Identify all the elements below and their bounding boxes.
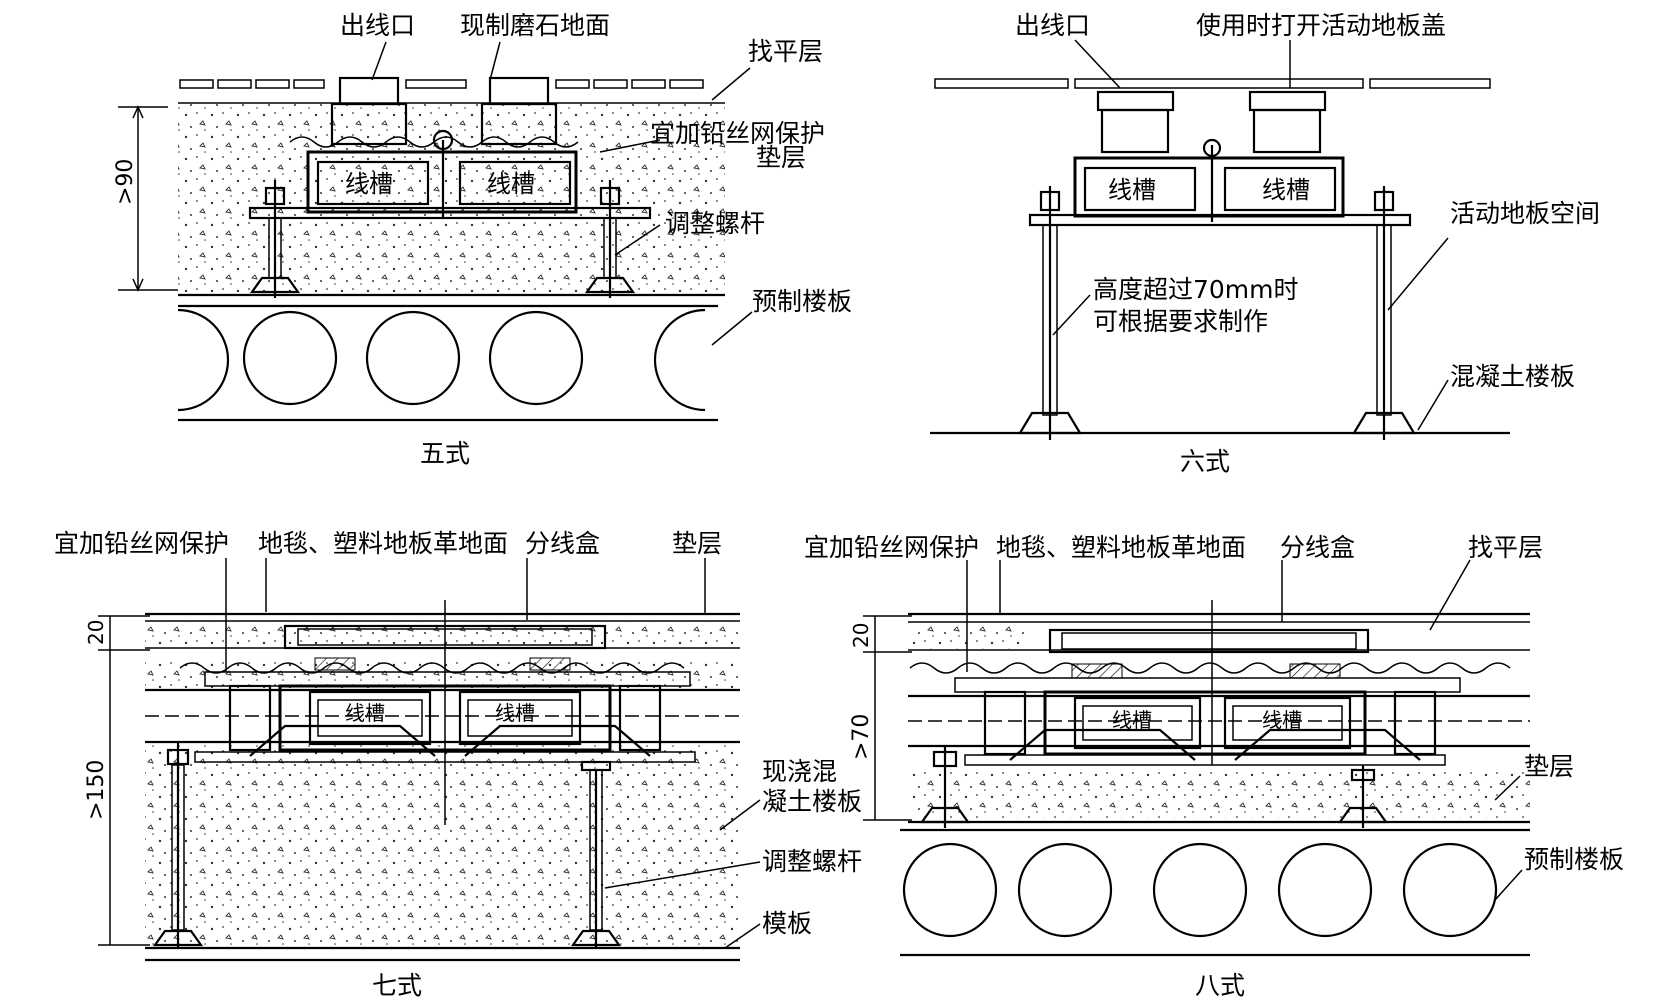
leveling-label: 找平层 xyxy=(1468,533,1543,562)
height-note-2: 可根据要求制作 xyxy=(1093,307,1268,336)
bolt-label: 调整螺杆 xyxy=(665,209,765,238)
cushion-label: 垫层 xyxy=(1524,752,1574,781)
cast-slab-label-2: 凝土楼板 xyxy=(762,787,862,816)
trough-label: 线槽 xyxy=(1262,708,1302,732)
height-note-1: 高度超过70mm时 xyxy=(1093,275,1299,304)
mesh-label: 宜加铅丝网保护 xyxy=(804,533,979,562)
caption-style-7: 七式 xyxy=(372,971,422,1000)
diagram-style-7: 20 >150 宜加铅丝网保护 地毯、塑料地板革地面 分线盒 垫层 现浇混 凝土… xyxy=(54,529,862,1000)
diagram-style-6: 出线口 使用时打开活动地板盖 活动地板空间 高度超过70mm时 可根据要求制作 … xyxy=(930,11,1600,476)
terrazzo-label: 现制磨石地面 xyxy=(460,11,610,40)
adjusting-bolt xyxy=(249,180,636,298)
cushion-label: 垫层 xyxy=(672,529,722,558)
adjusting-bolt xyxy=(1018,186,1416,440)
dim-main-label: >150 xyxy=(84,760,109,820)
dim-label: >90 xyxy=(113,159,138,205)
precast-slab xyxy=(177,304,718,422)
trough-label: 线槽 xyxy=(1262,176,1310,204)
carpet-label: 地毯、塑料地板革地面 xyxy=(996,533,1246,562)
mesh-label: 宜加铅丝网保护 xyxy=(54,529,229,558)
junction-label: 分线盒 xyxy=(525,529,600,558)
formwork-label: 模板 xyxy=(762,909,812,938)
precast-slab xyxy=(900,828,1530,957)
cast-slab-label-1: 现浇混 xyxy=(762,757,837,786)
space-label: 活动地板空间 xyxy=(1450,199,1600,228)
outlet-label: 出线口 xyxy=(1015,11,1090,40)
adjusting-bolt xyxy=(152,742,622,948)
mesh-label: 宜加铅丝网保护 xyxy=(650,119,825,148)
caption-style-8: 八式 xyxy=(1195,971,1245,1000)
outlet-label: 出线口 xyxy=(340,11,415,40)
diagram-style-5: >90 出线口 现制磨石地面 找平层 宜加铅丝网保护 垫层 调整螺杆 预制楼板 … xyxy=(113,11,852,468)
dim-top-label: 20 xyxy=(849,623,873,648)
trough-label: 线槽 xyxy=(1108,176,1156,204)
bolt-label: 调整螺杆 xyxy=(762,847,862,876)
slab-label: 预制楼板 xyxy=(752,287,852,316)
trough-label: 线槽 xyxy=(495,701,535,725)
concrete-fill xyxy=(178,104,725,294)
cover-label: 使用时打开活动地板盖 xyxy=(1196,11,1446,40)
trough-label: 线槽 xyxy=(345,701,385,725)
caption-style-5: 五式 xyxy=(420,439,470,468)
trough-label: 线槽 xyxy=(487,170,535,198)
concrete-slab-label: 混凝土楼板 xyxy=(1450,362,1575,391)
trough-label: 线槽 xyxy=(1112,708,1152,732)
terrazzo-tiles xyxy=(179,79,704,89)
carpet-label: 地毯、塑料地板革地面 xyxy=(258,529,508,558)
dim-main-label: >70 xyxy=(849,714,874,760)
caption-style-6: 六式 xyxy=(1180,447,1230,476)
outlet-box xyxy=(330,76,558,146)
slab-label: 预制楼板 xyxy=(1524,845,1624,874)
leveling-label: 找平层 xyxy=(748,37,823,66)
diagram-style-8: 20 >70 宜加铅丝网保护 地毯、塑料地板革地面 分线盒 找平层 垫层 预制楼… xyxy=(804,533,1624,1000)
junction-label: 分线盒 xyxy=(1280,533,1355,562)
trough-label: 线槽 xyxy=(345,170,393,198)
dim-top-label: 20 xyxy=(84,620,108,645)
cushion-label: 垫层 xyxy=(756,143,806,172)
